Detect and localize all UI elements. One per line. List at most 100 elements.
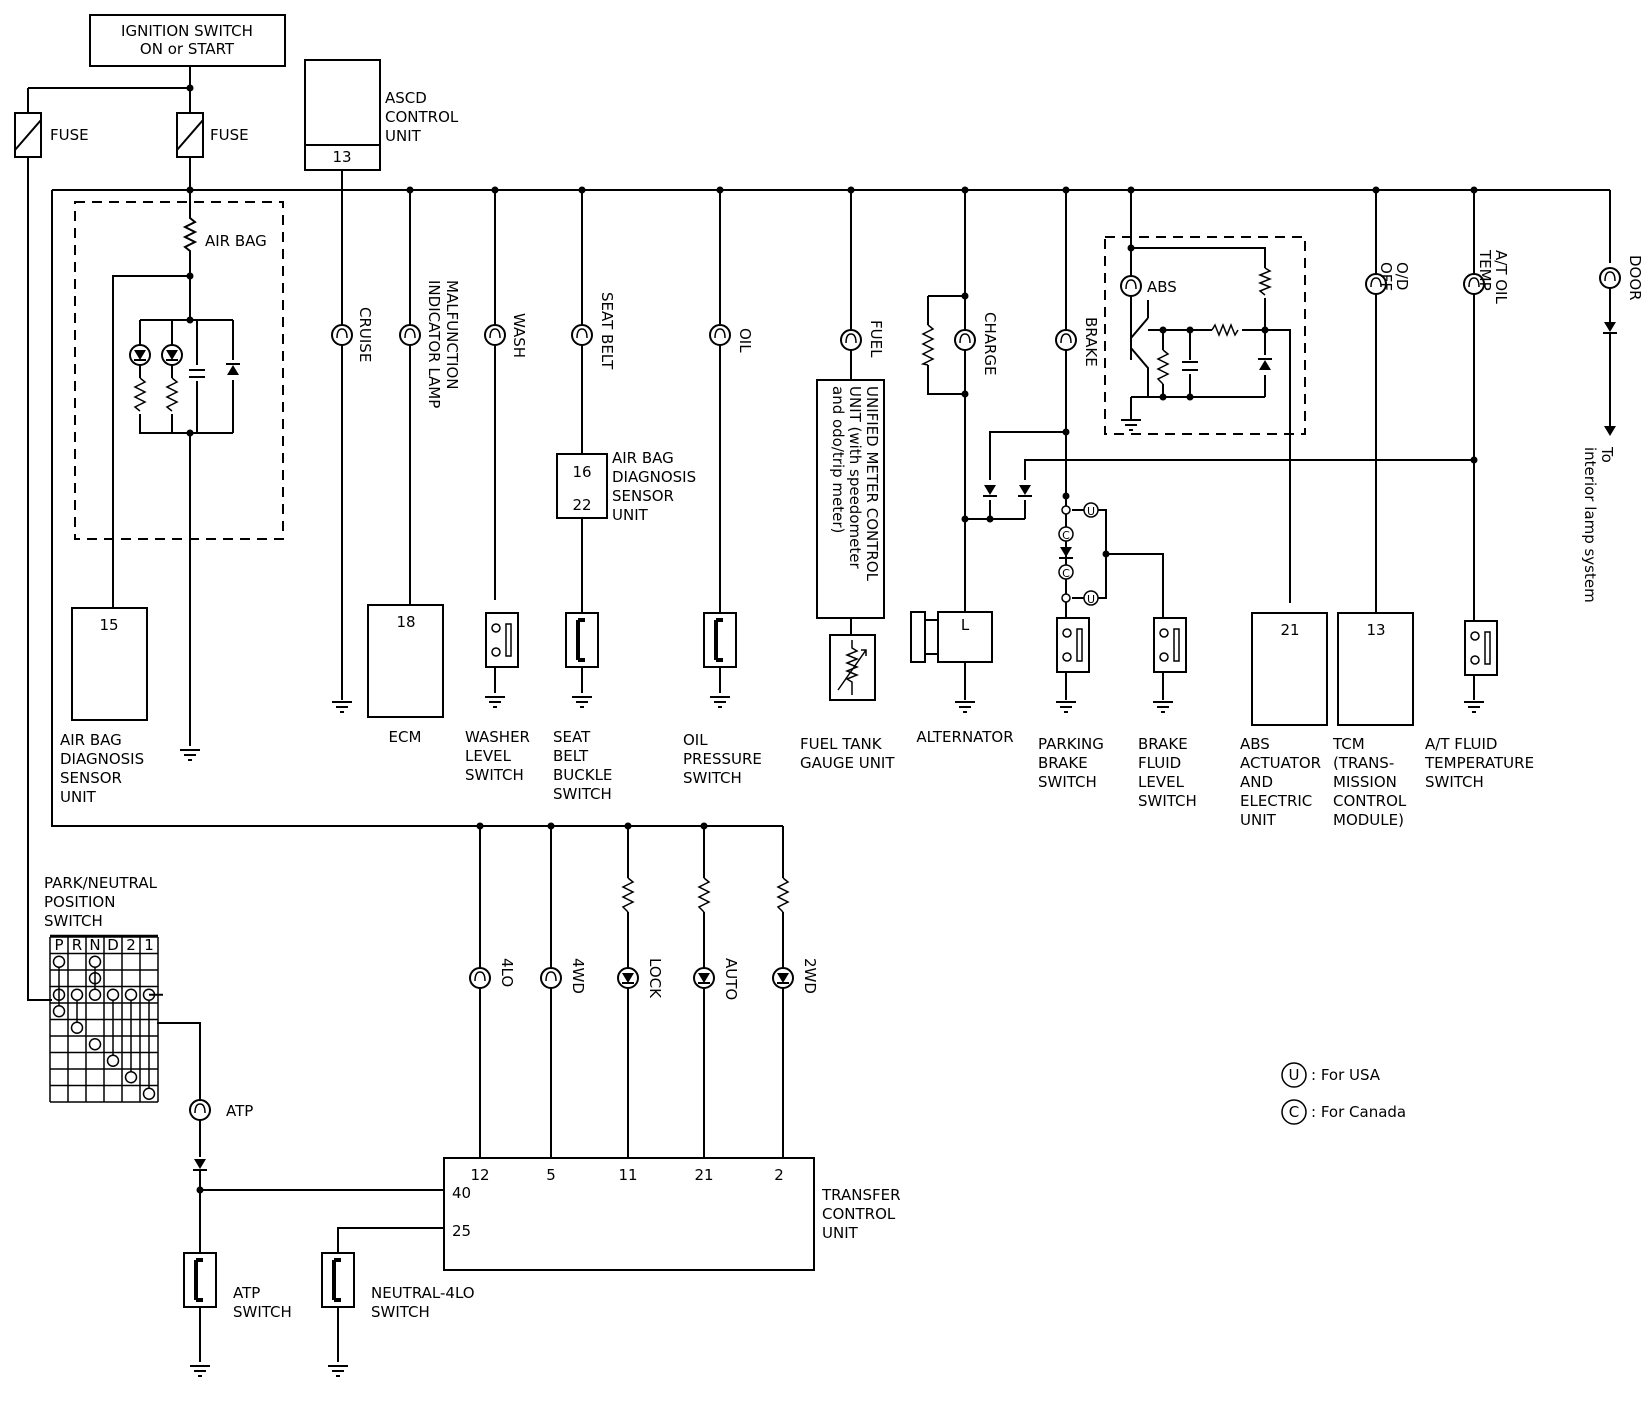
transfer-pin-25: 25 <box>452 1222 471 1240</box>
pnp-contact <box>106 1054 120 1067</box>
pnp-contact <box>124 1071 138 1084</box>
abs-transistor <box>1130 300 1149 420</box>
canada-option-letter: C <box>1062 529 1070 542</box>
ignition-line2: ON or START <box>140 40 235 58</box>
wash-lamp-icon <box>484 324 506 346</box>
ground-icon <box>1463 701 1485 713</box>
cruise-label: CRUISE <box>356 307 374 362</box>
tcm-label-3: MISSION <box>1333 773 1397 791</box>
ground-icon <box>1055 701 1077 713</box>
neutral-4lo-wire <box>337 1227 444 1362</box>
pnp-contact <box>70 1021 84 1034</box>
at-fluid-temp-switch-icon <box>1464 620 1498 676</box>
fuel-label: FUEL <box>867 320 885 358</box>
washer-label-1: WASHER <box>465 728 530 746</box>
mil-label-2: INDICATOR LAMP <box>425 280 443 408</box>
main-bus <box>52 157 1611 263</box>
transfer-pin-12: 12 <box>470 1166 489 1184</box>
ascd-pin: 13 <box>332 148 351 166</box>
fuel-lamp-icon <box>840 329 862 351</box>
buckle-label-4: SWITCH <box>553 785 612 803</box>
pnp-contact <box>88 988 102 1001</box>
junction-dot <box>961 390 969 398</box>
abs-base-resistor <box>1211 322 1239 338</box>
pnp-contact <box>88 955 102 968</box>
pnp-contact <box>52 955 66 968</box>
2wd-label: 2WD <box>801 958 819 994</box>
at-fluid-label-2: TEMPERATURE <box>1424 754 1534 772</box>
alternator-label: ALTERNATOR <box>916 728 1013 746</box>
brake-fluid-label-3: LEVEL <box>1138 773 1185 791</box>
airbag-lamp-icon <box>129 344 151 366</box>
pnp-label-3: SWITCH <box>44 912 103 930</box>
door-lamp-icon <box>1599 267 1621 289</box>
seat-belt-lamp-icon <box>571 324 593 346</box>
wash-label: WASH <box>510 313 528 358</box>
pnp-contact <box>88 1038 102 1051</box>
pnp-header: 2 <box>126 936 136 954</box>
airbag-sensor-connector <box>556 453 608 519</box>
seat-belt-label: SEAT BELT <box>598 292 616 370</box>
usa-legend-icon <box>1281 1062 1307 1088</box>
ground-icon <box>189 1365 211 1377</box>
ignition-switch-box <box>89 14 286 67</box>
2wd-resistor <box>776 877 790 913</box>
brake-diode-icon <box>1058 546 1074 559</box>
ecm-pin: 18 <box>396 613 415 631</box>
od-off-label-1: O/D <box>1393 262 1411 290</box>
abs-actuator-label-2: ACTUATOR <box>1240 754 1321 772</box>
unified-meter-control-unit <box>816 379 885 619</box>
airbag-sensor-label-3: SENSOR <box>612 487 674 505</box>
alternator-pulley <box>910 611 939 663</box>
cruise-lamp-icon <box>331 324 353 346</box>
atp-switch-label-1: ATP <box>233 1284 260 1302</box>
atp-diode-icon <box>192 1158 208 1171</box>
ground-icon <box>954 701 976 713</box>
airbag-diag-unit <box>71 607 148 721</box>
ground-icon <box>1152 701 1174 713</box>
buckle-label-1: SEAT <box>553 728 591 746</box>
transfer-pin-5: 5 <box>546 1166 556 1184</box>
airbag-sensor-pin-16: 16 <box>572 463 591 481</box>
lock-resistor <box>621 877 635 913</box>
ground-icon <box>1120 419 1142 431</box>
transfer-control-unit <box>443 1157 815 1271</box>
transfer-label-2: CONTROL <box>822 1205 896 1223</box>
atp-lamp-icon <box>189 1099 211 1121</box>
4lo-label: 4LO <box>498 958 516 987</box>
ground-icon <box>327 1365 349 1377</box>
abs-actuator-label-5: UNIT <box>1240 811 1277 829</box>
parking-brake-label-2: BRAKE <box>1038 754 1088 772</box>
fuse-left-element <box>14 119 42 151</box>
ground-icon <box>709 696 731 708</box>
mil-label-1: MALFUNCTION <box>443 280 461 389</box>
junction-dot <box>186 84 194 92</box>
auto-lamp-icon <box>693 967 715 989</box>
abs-actuator-label-1: ABS <box>1240 735 1270 753</box>
washer-level-switch-icon <box>485 612 519 668</box>
unified-meter-label-3: and odo/trip meter) <box>829 386 847 533</box>
oil-pressure-switch-icon <box>702 611 738 669</box>
auto-label: AUTO <box>722 958 740 1000</box>
pnp-header: D <box>107 936 119 954</box>
brake-fluid-label-4: SWITCH <box>1138 792 1197 810</box>
tcm-label-4: CONTROL <box>1333 792 1407 810</box>
pnp-label-2: POSITION <box>44 893 115 911</box>
canada-option-icon <box>1058 526 1074 542</box>
washer-label-2: LEVEL <box>465 747 512 765</box>
brake-lamp-icon <box>1055 329 1077 351</box>
airbag-indicator-block <box>74 201 284 540</box>
oil-label: OIL <box>736 328 754 353</box>
fuse-right-element <box>176 119 204 151</box>
alternator-pin: L <box>961 616 970 634</box>
transfer-label-1: TRANSFER <box>821 1186 901 1204</box>
pnp-contact <box>106 988 120 1001</box>
airbag-diag-label-4: UNIT <box>60 788 97 806</box>
airbag-lamp-icon <box>161 344 183 366</box>
door-label: DOOR <box>1626 255 1644 301</box>
unified-meter-label-2: UNIT (with speedometer <box>846 386 864 569</box>
oil-pressure-label-1: OIL <box>683 731 708 749</box>
gauge-rheostat <box>837 640 867 695</box>
